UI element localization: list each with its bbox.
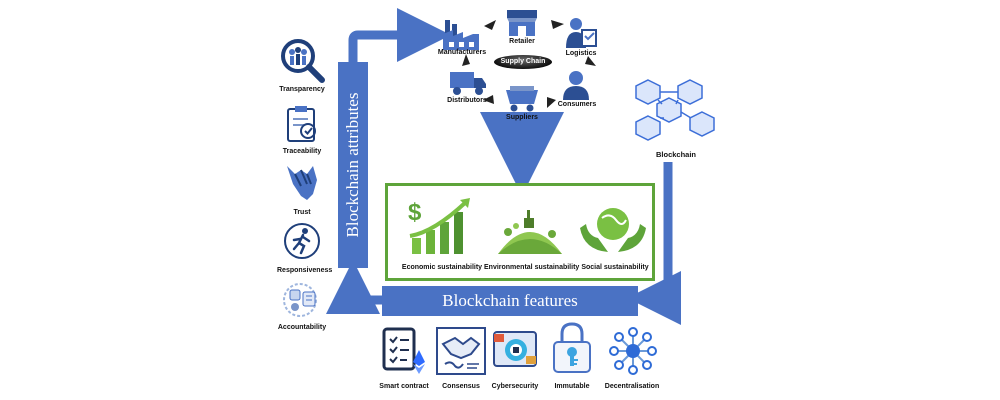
sustainability-label-economic: Economic sustainability xyxy=(401,264,483,271)
arrow-blockchain-to-features xyxy=(627,162,681,325)
consensus-handshake-icon xyxy=(435,326,487,381)
delivery-truck-icon xyxy=(448,70,488,101)
handshake-icon xyxy=(283,160,321,209)
feature-label-consensus: Consensus xyxy=(442,383,480,390)
node-label-retailer: Retailer xyxy=(509,38,535,45)
attribute-label-transparency: Transparency xyxy=(279,86,325,93)
cycle-arrow-5 xyxy=(483,95,494,104)
arrow-attributes-to-supply xyxy=(348,8,451,62)
dollar-growth-icon: $ xyxy=(404,196,476,259)
node-label-distributors: Distributors xyxy=(447,97,487,104)
smart-contract-icon xyxy=(381,326,427,381)
clipboard-check-icon xyxy=(284,105,320,150)
blockchain-label: Blockchain xyxy=(655,150,696,159)
hands-globe-icon xyxy=(578,198,648,261)
svg-text:$: $ xyxy=(408,199,422,226)
supply-chain-center: Supply Chain xyxy=(494,55,552,69)
attribute-label-trust: Trust xyxy=(293,209,311,216)
attributes-title: Blockchain attributes xyxy=(343,92,362,238)
node-label-manufacturers: Manufacturers xyxy=(437,49,487,56)
consumer-icon xyxy=(562,70,590,105)
feature-label-immutable: Immutable xyxy=(554,383,590,390)
features-title: Blockchain features xyxy=(442,291,578,310)
node-label-suppliers: Suppliers xyxy=(506,114,538,121)
features-bar: Blockchain features xyxy=(382,286,638,316)
cycle-arrow-4 xyxy=(547,97,556,108)
attribute-label-responsiveness: Responsiveness xyxy=(277,267,333,274)
blockchain-cubes-icon xyxy=(634,78,716,149)
running-person-icon xyxy=(283,222,321,265)
attribute-label-accountability: Accountability xyxy=(277,324,327,331)
feature-label-smart-contract: Smart contract xyxy=(379,383,429,390)
magnifier-people-icon xyxy=(278,36,326,89)
feature-label-cybersecurity: Cybersecurity xyxy=(491,383,539,390)
attributes-bar xyxy=(338,62,368,268)
network-hub-icon xyxy=(608,326,658,381)
green-planet-icon xyxy=(494,204,566,261)
factory-icon xyxy=(441,16,481,55)
cycle-arrow-3 xyxy=(585,56,596,66)
cybersecurity-icon xyxy=(492,328,540,379)
truck-cart-icon xyxy=(504,86,540,117)
sustainability-label-social: Social sustainability xyxy=(581,264,649,271)
lock-key-icon xyxy=(548,322,596,379)
sustainability-box: $ Economic sustainability Environmental … xyxy=(385,183,655,281)
logistics-person-icon xyxy=(564,16,598,53)
store-icon xyxy=(505,8,539,41)
accountability-icon xyxy=(282,280,322,325)
cycle-arrow-1 xyxy=(484,20,496,30)
attribute-label-traceability: Traceability xyxy=(282,148,322,155)
cycle-arrow-2 xyxy=(551,20,564,29)
node-label-logistics: Logistics xyxy=(565,50,597,57)
node-label-consumers: Consumers xyxy=(557,101,597,108)
feature-label-decentralisation: Decentralisation xyxy=(604,383,660,390)
arrow-features-to-attributes xyxy=(326,260,382,314)
cycle-arrow-6 xyxy=(462,54,470,66)
sustainability-label-environmental: Environmental sustainability xyxy=(484,264,580,271)
